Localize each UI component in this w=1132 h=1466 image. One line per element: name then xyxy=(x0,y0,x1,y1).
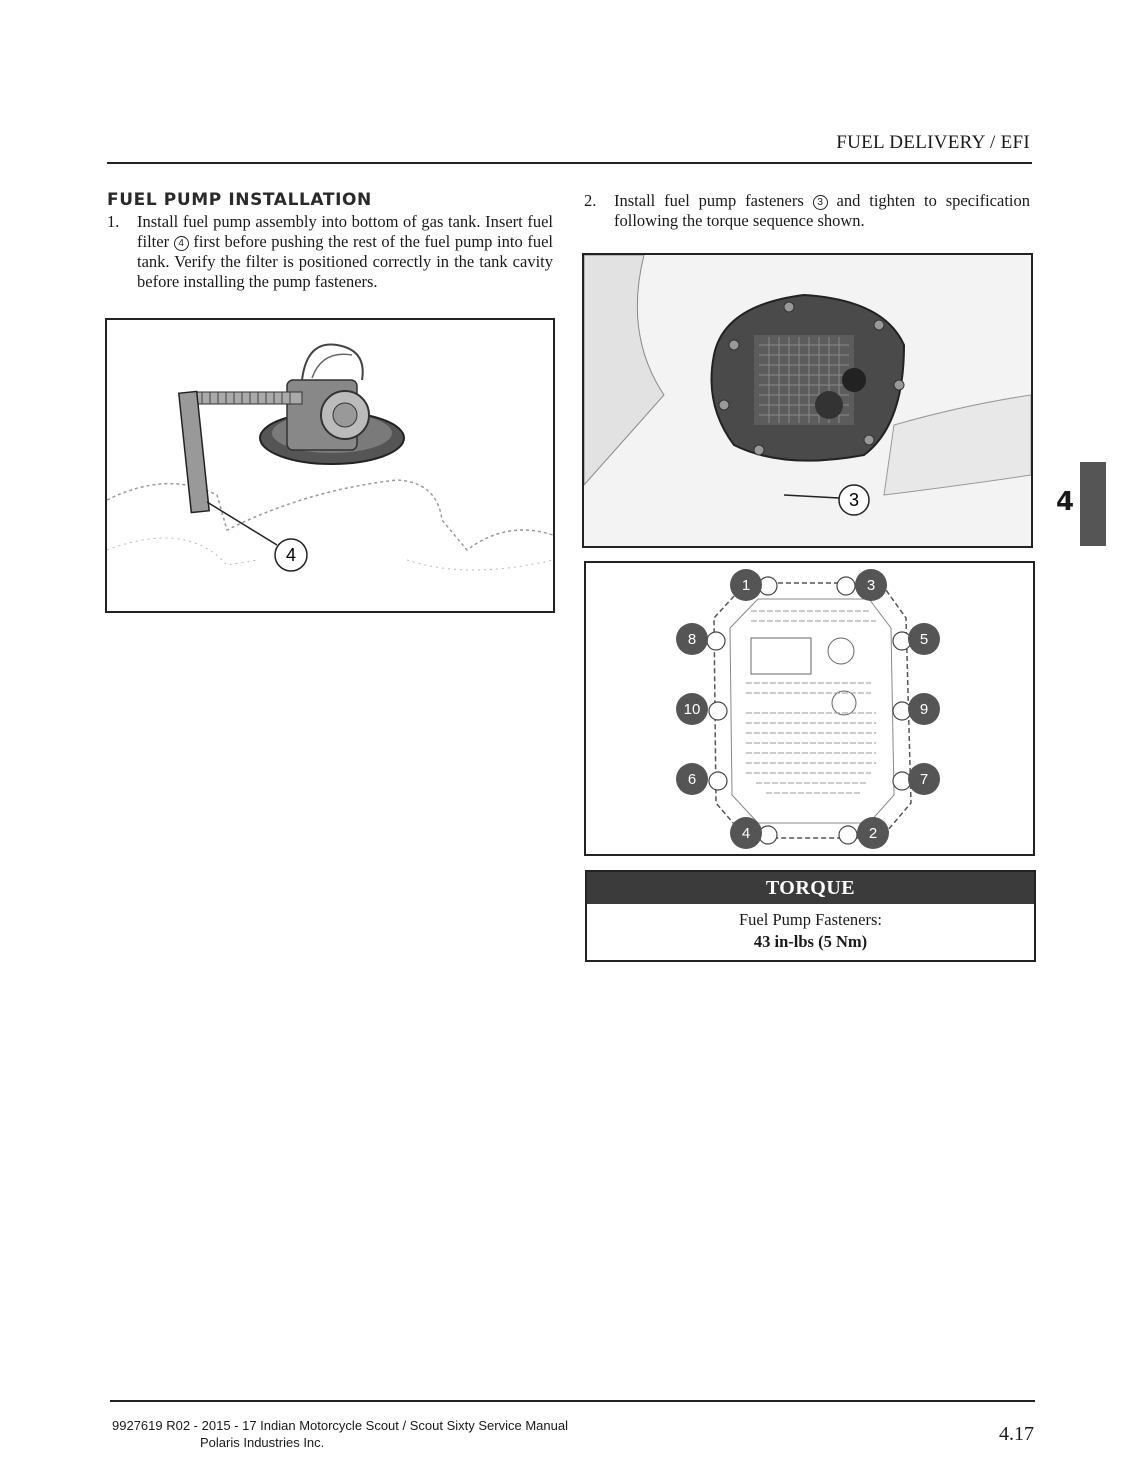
fastener-9: 9 xyxy=(920,701,928,718)
header-title: FUEL DELIVERY / EFI xyxy=(836,132,1030,153)
fastener-7: 7 xyxy=(920,771,928,788)
fastener-6: 6 xyxy=(688,771,696,788)
fastener-2: 2 xyxy=(869,825,877,842)
fastener-4: 4 xyxy=(742,825,750,842)
figure1-callout: 4 xyxy=(286,545,296,565)
section-title: FUEL PUMP INSTALLATION xyxy=(107,190,372,210)
torque-box: TORQUE Fuel Pump Fasteners: 43 in-lbs (5… xyxy=(585,870,1036,962)
step-2: 2. Install fuel pump fasteners 3 and tig… xyxy=(584,191,1030,255)
torque-heading: TORQUE xyxy=(587,872,1034,904)
footer-publisher: Polaris Industries Inc. xyxy=(200,1435,325,1450)
figure-installed-pump: 3 xyxy=(582,253,1033,548)
figure-torque-sequence: 1 2 3 4 5 6 7 8 9 10 xyxy=(584,561,1035,856)
step-2-ref: 3 xyxy=(812,195,828,210)
figure-fuel-pump-assembly: 4 xyxy=(105,318,555,613)
chapter-tab-bar xyxy=(1080,462,1106,546)
fastener-5: 5 xyxy=(920,631,928,648)
fastener-1: 1 xyxy=(742,577,750,594)
step-1-number: 1. xyxy=(107,212,120,231)
fastener-3: 3 xyxy=(867,577,875,594)
torque-label: Fuel Pump Fasteners: xyxy=(739,910,882,929)
header-rule xyxy=(107,162,1032,164)
step-2-number: 2. xyxy=(584,191,597,210)
torque-value: 43 in-lbs (5 Nm) xyxy=(753,932,868,951)
footer-manual-title: 9927619 R02 - 2015 - 17 Indian Motorcycl… xyxy=(112,1418,568,1433)
page-number: 4.17 xyxy=(999,1423,1034,1445)
fastener-8: 8 xyxy=(688,631,696,648)
step-1: 1. Install fuel pump assembly into botto… xyxy=(107,212,553,316)
step-2-text: Install fuel pump fasteners 3 and tighte… xyxy=(614,191,1030,230)
footer-rule xyxy=(110,1400,1035,1402)
fastener-10: 10 xyxy=(684,701,701,718)
figure2-callout: 3 xyxy=(849,490,859,510)
chapter-tab-number: 4 xyxy=(1056,487,1075,517)
step-1-text: Install fuel pump assembly into bottom o… xyxy=(137,212,553,291)
step-1-ref: 4 xyxy=(173,236,189,251)
